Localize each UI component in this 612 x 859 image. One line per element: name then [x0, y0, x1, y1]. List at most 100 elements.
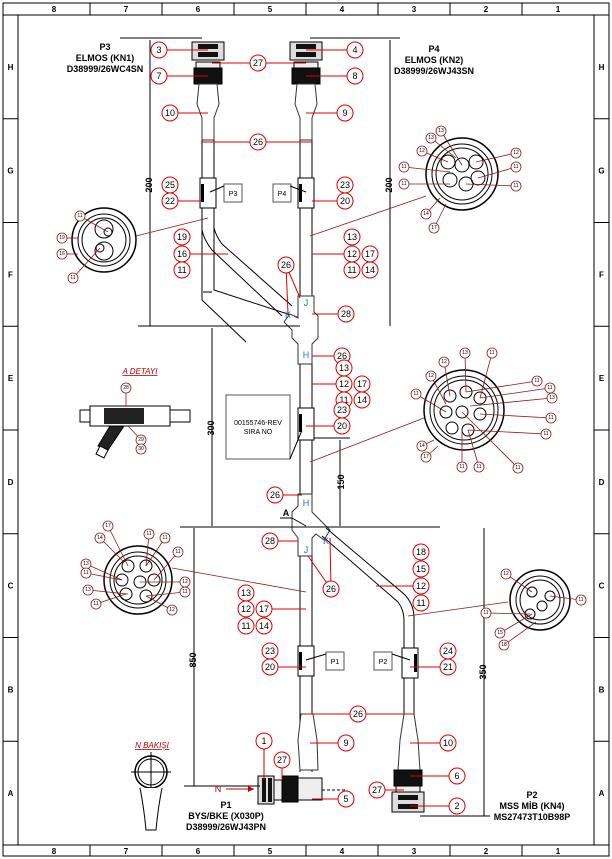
item-bubble-10: 10: [161, 104, 179, 122]
sleeve-tag-p4: P4: [272, 183, 307, 203]
svg-text:16: 16: [59, 251, 65, 257]
svg-text:12: 12: [347, 249, 357, 259]
section-bubble-12: 12: [510, 147, 522, 159]
section-bubble-11: 11: [531, 375, 543, 387]
svg-text:20: 20: [265, 662, 275, 672]
section-bubble-17: 17: [428, 222, 440, 234]
p4-connector[interactable]: [289, 41, 323, 141]
section-bubble-11: 11: [74, 210, 86, 222]
sleeve-tag-p2: P2: [373, 651, 411, 671]
svg-text:P4: P4: [278, 191, 287, 198]
p3-connector[interactable]: [191, 41, 225, 141]
section-bubble-11: 11: [486, 347, 498, 359]
svg-text:6: 6: [454, 771, 459, 781]
svg-text:17: 17: [365, 249, 375, 259]
svg-text:11: 11: [543, 431, 548, 437]
svg-text:ELMOS (KN2): ELMOS (KN2): [405, 55, 464, 65]
junction-j-lower: J: [304, 545, 309, 555]
svg-text:27: 27: [372, 785, 382, 795]
zone-col-8: 8: [52, 5, 57, 14]
item-bubble-14: 14: [353, 391, 371, 409]
svg-text:P1: P1: [220, 800, 231, 810]
svg-text:11: 11: [339, 395, 348, 405]
p2-cable[interactable]: [321, 527, 415, 720]
svg-text:23: 23: [340, 180, 350, 190]
svg-text:N BAKIŞI: N BAKIŞI: [135, 741, 170, 750]
svg-text:19: 19: [177, 232, 187, 242]
svg-text:11: 11: [413, 391, 418, 397]
zone-col-1: 1: [556, 5, 561, 14]
dim-p1-leg: 850: [188, 652, 198, 667]
item-bubble-27: 27: [249, 54, 267, 72]
p1-connector[interactable]: [257, 713, 346, 805]
svg-text:20: 20: [337, 421, 347, 431]
svg-text:30: 30: [138, 446, 144, 452]
svg-text:P4: P4: [428, 44, 439, 54]
svg-text:17: 17: [259, 604, 269, 614]
svg-text:25: 25: [165, 180, 175, 190]
zone-row-G: G: [7, 167, 13, 176]
section-bubble-16: 16: [56, 248, 68, 260]
item-bubble-13: 13: [237, 584, 255, 602]
item-bubble-19: 19: [173, 228, 191, 246]
svg-text:12: 12: [169, 607, 175, 613]
svg-text:29: 29: [138, 437, 144, 443]
svg-text:17: 17: [357, 379, 367, 389]
item-bubble-17: 17: [353, 375, 371, 393]
item-bubble-26: 26: [249, 133, 267, 151]
item-bubble-11: 11: [173, 261, 191, 279]
item-bubble-6: 6: [448, 767, 466, 785]
svg-text:11: 11: [401, 164, 406, 170]
svg-text:21: 21: [443, 662, 453, 672]
svg-text:9: 9: [343, 738, 348, 748]
svg-text:12: 12: [241, 604, 251, 614]
section-bubble-11: 11: [179, 586, 191, 598]
item-bubble-7: 7: [150, 67, 168, 85]
item-bubble-25: 25: [161, 176, 179, 194]
svg-text:9: 9: [342, 108, 347, 118]
item-bubble-14: 14: [255, 617, 273, 635]
item-bubble-18: 18: [412, 543, 430, 561]
zone-col-1: 1: [556, 847, 561, 856]
section-bubble-17: 17: [420, 451, 432, 463]
svg-text:11: 11: [146, 531, 151, 537]
p2-title: P2 MSS MİB (KN4) MS27473T10B98P: [494, 790, 571, 822]
svg-text:11: 11: [162, 535, 167, 541]
svg-text:14: 14: [365, 265, 375, 275]
section-p2: [407, 569, 571, 631]
item-bubble-28: 28: [261, 532, 279, 550]
item-bubble-26: 26: [266, 486, 284, 504]
svg-text:11: 11: [513, 164, 518, 170]
section-bubble-11: 11: [510, 161, 522, 173]
section-p3: [71, 207, 209, 273]
section-trunk: [309, 369, 505, 463]
svg-text:11: 11: [241, 621, 250, 631]
svg-text:P3: P3: [229, 191, 238, 198]
section-bubble-11: 11: [398, 161, 410, 173]
svg-text:13: 13: [241, 588, 251, 598]
item-bubble-11: 11: [343, 261, 361, 279]
junction-h-upper: H: [303, 350, 310, 360]
svg-text:11: 11: [513, 183, 518, 189]
p2-connector[interactable]: [391, 713, 425, 813]
svg-text:P1: P1: [331, 659, 340, 666]
section-bubble-12: 12: [416, 145, 428, 157]
upper-junction: [283, 295, 319, 365]
svg-text:00155746-REV: 00155746-REV: [234, 420, 282, 427]
p1-title: P1 BYS/BKE (X030P) D38999/26WJ43PN: [186, 800, 266, 832]
svg-text:12: 12: [428, 373, 434, 379]
dim-breakout: 150: [336, 474, 346, 489]
svg-text:11: 11: [347, 265, 356, 275]
svg-text:7: 7: [156, 71, 161, 81]
item-bubble-15: 15: [412, 560, 430, 578]
section-bubble-11: 11: [410, 388, 422, 400]
section-bubble-11: 11: [159, 532, 171, 544]
section-bubble-11: 11: [143, 528, 155, 540]
p4-cable[interactable]: [299, 140, 313, 300]
svg-text:11: 11: [578, 597, 583, 603]
section-bubble-11: 11: [90, 598, 102, 610]
svg-text:28: 28: [123, 385, 129, 391]
section-bubble-11: 11: [480, 607, 492, 619]
